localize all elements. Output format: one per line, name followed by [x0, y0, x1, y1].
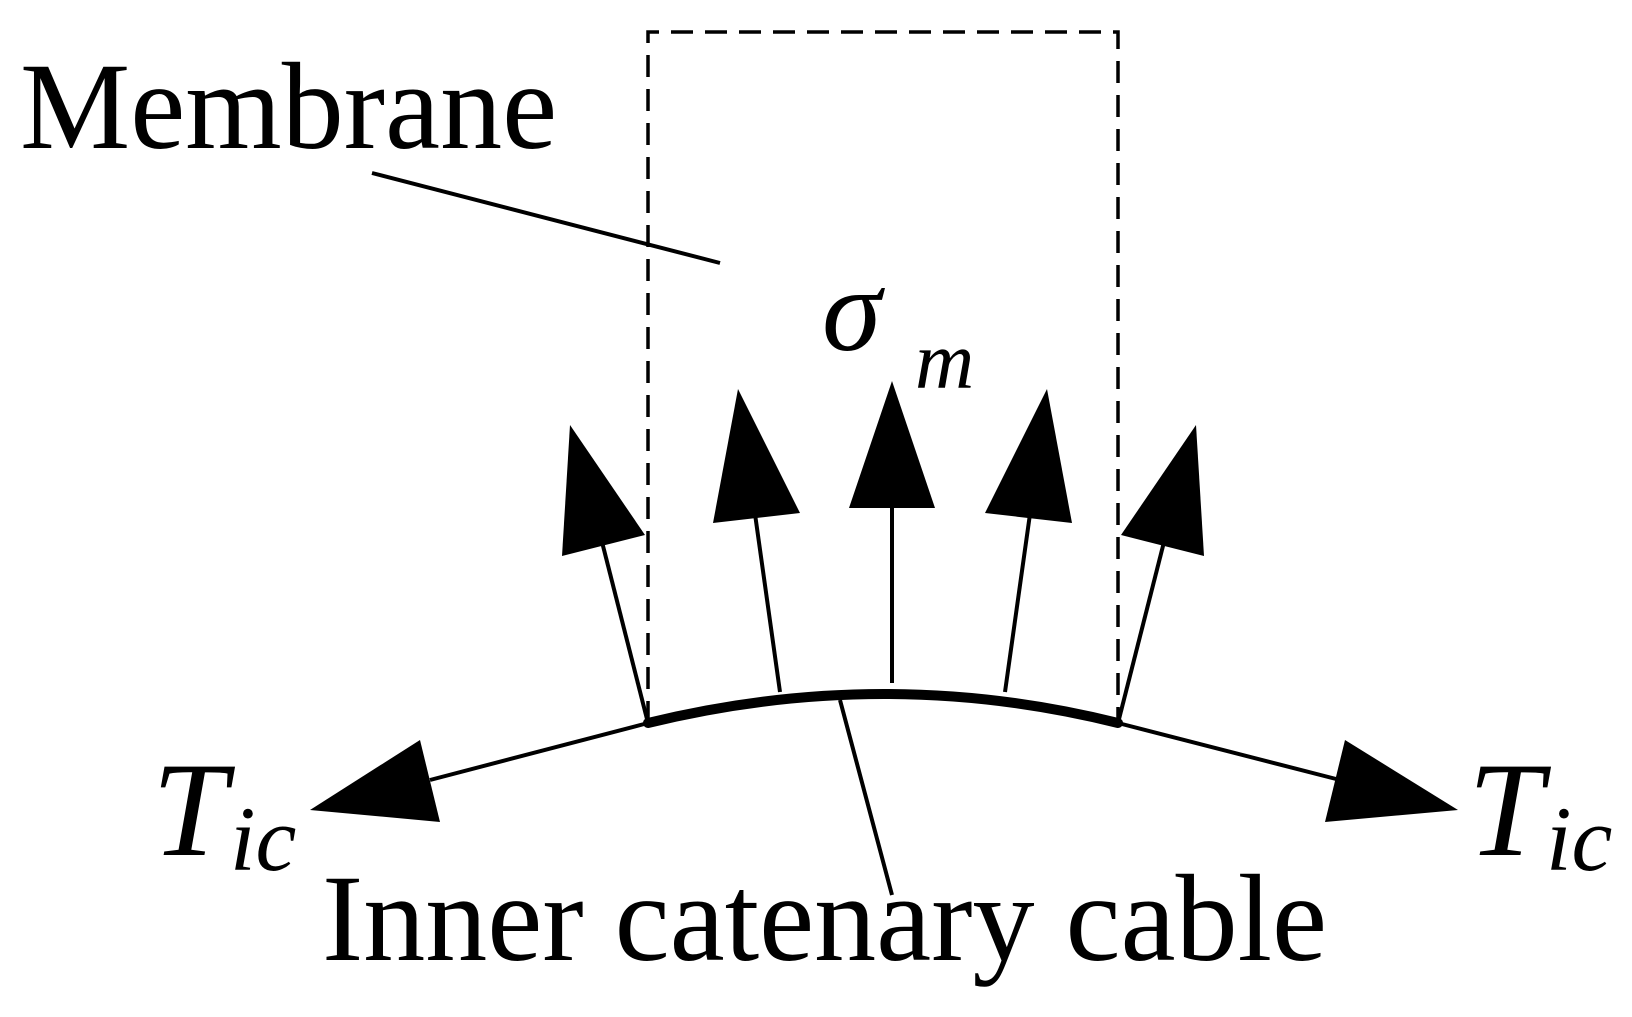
stress-arrows	[562, 381, 1204, 724]
stress-arrowhead	[713, 389, 800, 523]
cable-label: Inner catenary cable	[322, 850, 1327, 987]
tension-symbol-left: T	[152, 736, 236, 885]
stress-arrowhead	[562, 425, 645, 556]
stress-arrowhead	[849, 381, 935, 508]
stress-arrow-shaft	[599, 537, 650, 724]
stress-arrowhead	[985, 389, 1072, 523]
stress-symbol: σ	[822, 243, 885, 376]
membrane-element-dashed-box	[646, 30, 1120, 723]
stress-arrow-shaft	[1116, 537, 1167, 724]
tension-symbol-right: T	[1468, 736, 1552, 885]
tension-arrowhead-left	[310, 740, 440, 822]
membrane-label: Membrane	[20, 38, 557, 175]
cable-element-thick	[643, 689, 1123, 728]
stress-arrow-shaft	[753, 513, 782, 693]
tension-subscript-right: ic	[1546, 788, 1612, 890]
stress-arrow-shaft	[1003, 513, 1032, 693]
tension-subscript-left: ic	[230, 788, 296, 890]
cable-leader-line	[838, 699, 894, 896]
stress-subscript: m	[915, 315, 974, 406]
membrane-leader-line	[371, 171, 721, 265]
cable-left-segment	[429, 721, 649, 782]
tension-arrowhead-right	[1325, 740, 1458, 822]
cable-right-segment	[1117, 721, 1341, 782]
stress-arrowhead	[1121, 425, 1204, 556]
